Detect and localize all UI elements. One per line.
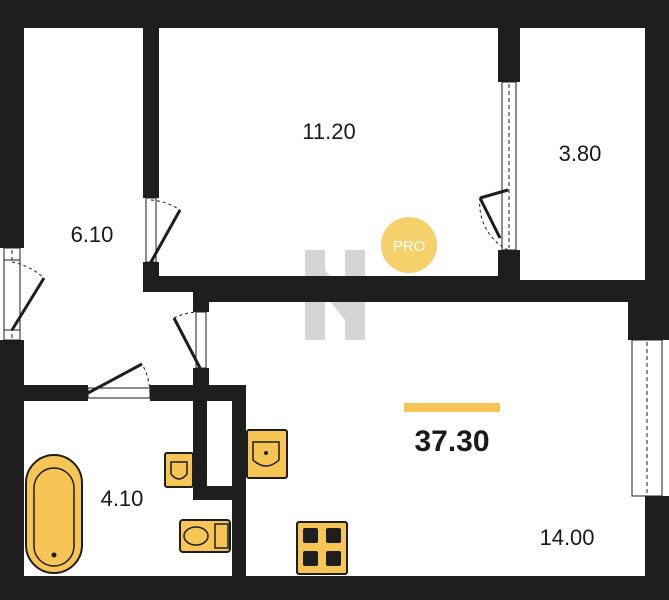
wall-balcony-left-top xyxy=(498,0,520,82)
room-area-balcony: 3.80 xyxy=(559,141,602,166)
wall-left-upper xyxy=(0,0,24,248)
door-bathroom xyxy=(87,362,151,399)
wall-hall-kitchen-mid xyxy=(193,368,209,388)
pro-badge-text: PRO xyxy=(393,238,426,255)
room-area-bathroom: 4.10 xyxy=(101,486,144,511)
wall-right-lower xyxy=(645,496,669,600)
total-area-underline xyxy=(404,403,500,412)
toilet xyxy=(179,519,231,553)
door-kitchen xyxy=(172,311,207,369)
room-area-kitchen-living: 14.00 xyxy=(539,525,594,550)
room-area-hall: 6.10 xyxy=(71,222,114,247)
wall-shaft-left xyxy=(193,385,207,500)
bathroom-sink xyxy=(164,452,194,488)
wall-balcony-bottom xyxy=(498,280,669,302)
window-balcony-door xyxy=(501,81,517,251)
wall-right-step xyxy=(628,280,669,340)
bathtub xyxy=(25,454,83,574)
wall-left-lower xyxy=(0,340,24,600)
door-hall-entry xyxy=(3,259,46,331)
wall-bottom xyxy=(0,576,669,600)
watermark-logo-icon xyxy=(305,250,365,340)
wall-bedroom-bottom xyxy=(143,276,503,292)
wall-right-upper xyxy=(645,0,669,305)
wall-bath-right xyxy=(232,385,246,600)
wall-hall-kitchen-top xyxy=(193,292,209,312)
door-bedroom xyxy=(145,197,182,263)
room-area-bedroom: 11.20 xyxy=(302,119,355,144)
pro-badge-circle xyxy=(381,217,437,273)
total-area: 37.30 xyxy=(414,425,489,458)
door-balcony xyxy=(478,188,509,251)
wall-kitchen-top xyxy=(200,292,510,302)
kitchen-sink xyxy=(246,429,288,479)
window-living xyxy=(631,339,663,497)
stove xyxy=(296,521,348,575)
wall-bedroom-left-top xyxy=(143,0,159,198)
wall-top xyxy=(0,0,669,28)
wall-bath-top-left xyxy=(0,385,88,401)
